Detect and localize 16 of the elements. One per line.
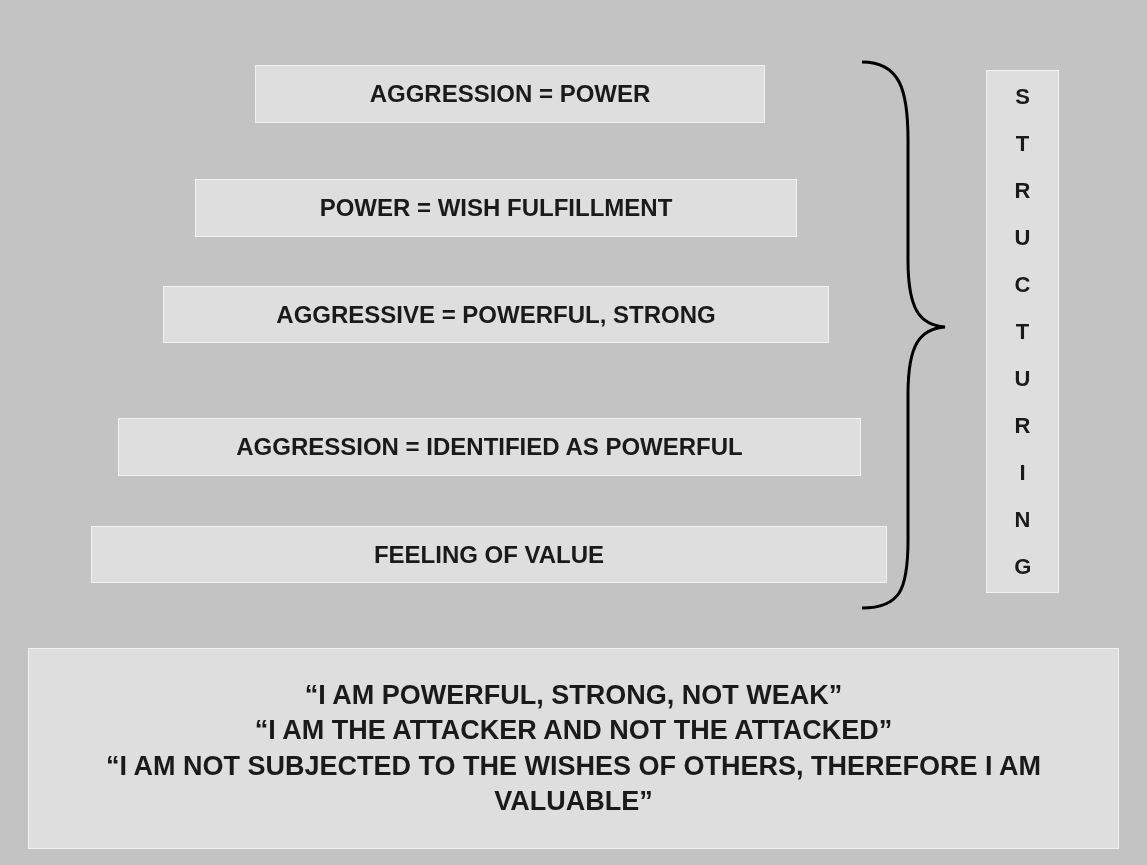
vertical-text: STRUCTURING — [1014, 83, 1031, 581]
text-box — [255, 65, 765, 123]
box-text: “I AM THE ATTACKER AND NOT THE ATTACKED” — [254, 714, 893, 748]
box-text: AGGRESSION = IDENTIFIED AS POWERFUL — [236, 432, 743, 463]
text-box — [91, 526, 887, 583]
box-text: POWER = WISH FULFILLMENT — [319, 193, 673, 224]
box-text: “I AM POWERFUL, STRONG, NOT WEAK” — [304, 679, 843, 713]
box-text: AGGRESSIVE = POWERFUL, STRONG — [276, 299, 716, 330]
vertical-label-box — [986, 70, 1059, 593]
box-text: “I AM NOT SUBJECTED TO THE WISHES OF OTHERS, THEREFORE I AM VALUABLE” — [104, 749, 1042, 818]
text-box — [195, 179, 797, 237]
box-text: FEELING OF VALUE — [373, 539, 605, 570]
text-box — [28, 648, 1119, 849]
text-box — [118, 418, 861, 476]
box-text: AGGRESSION = POWER — [369, 79, 651, 110]
text-box — [163, 286, 829, 343]
